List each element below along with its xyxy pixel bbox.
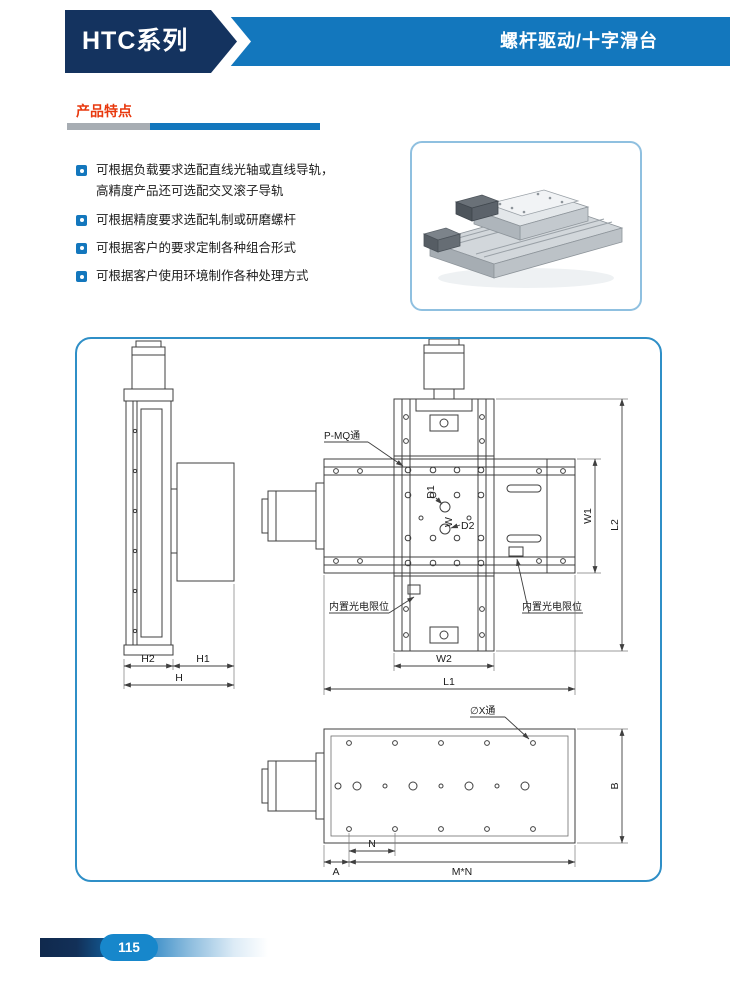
technical-drawing: H2 H1 H: [123, 339, 628, 878]
label-limit-left: 内置光电限位: [329, 600, 389, 613]
header-banner: 螺杆驱动/十字滑台: [228, 17, 730, 66]
bullet-icon: [76, 242, 87, 254]
page-number: 115: [118, 940, 140, 955]
section-underline: [67, 123, 320, 130]
label-w: W: [443, 517, 455, 527]
page-number-badge: 115: [100, 934, 158, 961]
dim-label-h2: H2: [141, 653, 155, 665]
series-title-badge: HTC系列: [65, 10, 237, 73]
bullet-icon: [76, 214, 87, 226]
feature-list: 可根据负载要求选配直线光轴或直线导轨， 高精度产品还可选配交叉滚子导轨 可根据精…: [76, 160, 416, 294]
feature-text: 可根据负载要求选配直线光轴或直线导轨， 高精度产品还可选配交叉滚子导轨: [96, 163, 334, 199]
dim-label-w1: W1: [582, 508, 594, 524]
cross-view: P-MQ通 D1 W D2 内置光电限位 内置光电限位 W1: [261, 339, 628, 695]
feature-text: 可根据精度要求选配轧制或研磨螺杆: [96, 212, 297, 227]
label-d2: D2: [461, 520, 475, 532]
dim-label-a: A: [332, 866, 339, 878]
dim-label-m-n: M*N: [452, 866, 472, 878]
series-title: HTC系列: [82, 27, 189, 55]
dim-label-h1: H1: [196, 653, 210, 665]
label-d1: D1: [425, 485, 437, 499]
drawing-panel: H2 H1 H: [75, 337, 662, 882]
label-limit-right: 内置光电限位: [522, 600, 582, 613]
dim-label-w2: W2: [436, 653, 452, 665]
label-p-mq-hole: P-MQ通: [324, 430, 360, 442]
feature-text: 可根据客户的要求定制各种组合形式: [96, 240, 297, 255]
dim-label-n: N: [368, 838, 376, 850]
side-view: H2 H1 H: [123, 340, 235, 689]
label-x-hole: ∅X通: [470, 705, 495, 717]
bottom-view: ∅X通 B N A M*N: [261, 705, 628, 878]
bullet-icon: [76, 271, 87, 282]
feature-text: 可根据客户使用环境制作各种处理方式: [96, 269, 309, 283]
product-photo: [422, 189, 624, 288]
feature-item: 可根据客户的要求定制各种组合形式: [76, 238, 416, 259]
section-title-features: 产品特点: [76, 103, 132, 119]
dim-label-h: H: [175, 672, 183, 684]
dim-label-l2: L2: [609, 519, 621, 531]
dim-label-b: B: [609, 782, 621, 789]
underline-gray-segment: [67, 123, 150, 130]
feature-item: 可根据客户使用环境制作各种处理方式: [76, 266, 416, 287]
feature-item: 可根据精度要求选配轧制或研磨螺杆: [76, 210, 416, 231]
product-subtitle: 螺杆驱动/十字滑台: [499, 31, 658, 51]
dim-label-l1: L1: [443, 676, 455, 688]
bullet-icon: [76, 165, 87, 176]
underline-blue-segment: [150, 123, 320, 130]
product-photo-frame: [410, 141, 642, 311]
feature-item: 可根据负载要求选配直线光轴或直线导轨， 高精度产品还可选配交叉滚子导轨: [76, 160, 416, 203]
